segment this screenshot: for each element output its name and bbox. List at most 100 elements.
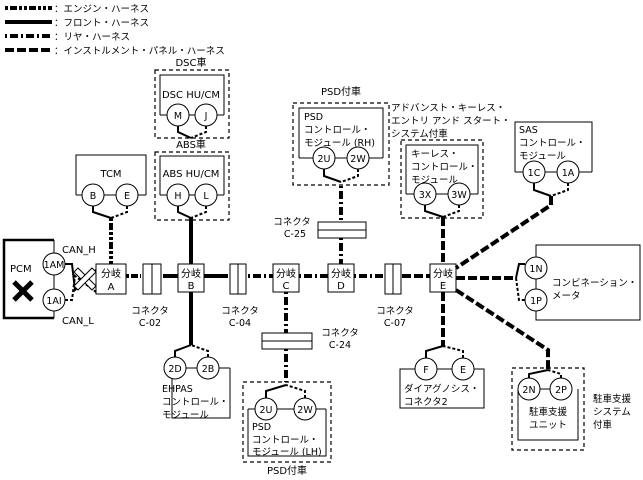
svg-text:D: D: [337, 281, 345, 292]
svg-text:コネクタ: コネクタ: [131, 306, 169, 317]
svg-text:モジュール: モジュール: [411, 175, 458, 186]
svg-text:3X: 3X: [419, 190, 432, 201]
svg-text:コネクタ: コネクタ: [376, 306, 414, 317]
x-mark-icon: [12, 280, 34, 302]
parking-group-label-1: 駐車支援: [593, 393, 632, 405]
branch-b: 分岐 B: [177, 263, 205, 293]
svg-text:分岐: 分岐: [433, 267, 453, 280]
branch-a: 分岐 A: [95, 263, 127, 295]
svg-text:2N: 2N: [522, 385, 535, 396]
diagnosis-connector-2: F E ダイアグノシス・ コネクタ2: [399, 292, 485, 409]
keyless-group-label-3: システム付車: [391, 128, 448, 140]
svg-text:B: B: [90, 191, 97, 202]
legend-label-instrument: ：インストルメント・パネル・ハーネス: [54, 46, 225, 57]
branch-e: 分岐 E: [429, 263, 457, 293]
svg-text:C-04: C-04: [229, 318, 251, 329]
svg-text:F: F: [423, 365, 428, 376]
svg-text:1A: 1A: [562, 168, 575, 179]
svg-text:E: E: [440, 281, 446, 292]
connector-c24: コネクタ C-24: [261, 292, 359, 382]
svg-text:C-07: C-07: [384, 318, 406, 329]
svg-text:コネクタ: コネクタ: [321, 328, 359, 339]
abs-group-label: ABS車: [176, 138, 206, 151]
svg-text:コンビネーション・: コンビネーション・: [552, 278, 637, 289]
svg-text:PSD: PSD: [252, 422, 271, 433]
svg-text:コントロール・: コントロール・: [519, 138, 586, 149]
svg-text:1C: 1C: [528, 168, 541, 179]
connector-c04: コネクタ C-04: [221, 263, 259, 329]
keyless-module: アドバンスト・キーレス・ エントリ アンド スタート・ システム付車 キーレス・…: [391, 103, 511, 264]
svg-text:コントロール・: コントロール・: [162, 397, 229, 408]
psd-lh-module: 2U 2W PSD コントロール・ モジュール (LH) PSD付車: [242, 381, 332, 477]
svg-text:分岐: 分岐: [101, 267, 121, 280]
svg-text:1AM: 1AM: [44, 260, 65, 271]
svg-text:モジュール (RH): モジュール (RH): [304, 138, 375, 149]
svg-text:分岐: 分岐: [276, 267, 296, 280]
svg-text:A: A: [108, 282, 115, 293]
svg-text:ダイアグノシス・: ダイアグノシス・: [404, 383, 479, 395]
pcm-label: PCM: [10, 264, 32, 275]
keyless-group-label-2: エントリ アンド スタート・: [391, 116, 511, 127]
svg-text:2W: 2W: [297, 405, 313, 416]
sas-module: SAS コントロール・ モジュール 1C 1A: [454, 121, 593, 270]
can-l-label: CAN_L: [62, 316, 94, 327]
keyless-group-label-1: アドバンスト・キーレス・: [391, 103, 505, 114]
legend-label-engine: ：エンジン・ハーネス: [54, 4, 149, 15]
svg-text:ABS HU/CM: ABS HU/CM: [163, 169, 220, 180]
svg-text:キーレス・: キーレス・: [411, 149, 459, 160]
legend: ：エンジン・ハーネス ：フロント・ハーネス ：リヤ・ハーネス ：インストルメント…: [5, 4, 225, 57]
svg-text:1AI: 1AI: [46, 296, 61, 307]
tcm-module: TCM B E: [75, 154, 147, 264]
svg-text:1N: 1N: [529, 264, 542, 275]
svg-text:C-02: C-02: [139, 318, 161, 329]
dsc-group-label: DSC車: [175, 56, 206, 69]
svg-text:DSC HU/CM: DSC HU/CM: [162, 90, 220, 101]
psd-lh-group-label: PSD付車: [267, 464, 307, 477]
svg-text:分岐: 分岐: [331, 267, 351, 280]
svg-text:J: J: [204, 111, 208, 122]
tcm-label: TCM: [99, 169, 121, 180]
svg-text:コントロール・: コントロール・: [304, 125, 371, 136]
svg-text:C: C: [283, 281, 290, 292]
svg-text:ユニット: ユニット: [529, 420, 567, 431]
dsc-module: DSC車 DSC HU/CM M J: [154, 56, 230, 139]
can-h-label: CAN_H: [62, 245, 96, 256]
psd-rh-group-label: PSD付車: [321, 85, 361, 98]
svg-text:メータ: メータ: [552, 291, 581, 302]
svg-text:2W: 2W: [350, 154, 366, 165]
svg-text:コネクタ: コネクタ: [273, 217, 311, 228]
psd-rh-module: PSD付車 PSD コントロール・ モジュール (RH) 2U 2W: [292, 85, 390, 186]
svg-text:2U: 2U: [260, 405, 273, 416]
svg-text:コネクタ: コネクタ: [221, 306, 259, 317]
svg-text:2U: 2U: [318, 154, 331, 165]
svg-text:SAS: SAS: [519, 125, 538, 136]
svg-text:モジュール: モジュール: [162, 410, 209, 421]
branch-c: 分岐 C: [272, 263, 300, 293]
svg-text:2P: 2P: [555, 385, 567, 396]
svg-text:M: M: [174, 111, 182, 122]
ehpas-module: 2D 2B EHPAS コントロール・ モジュール: [162, 292, 231, 421]
connector-c02: コネクタ C-02: [131, 263, 169, 329]
legend-label-front: ：フロント・ハーネス: [54, 18, 149, 29]
svg-text:H: H: [174, 191, 181, 202]
connector-c25: コネクタ C-25: [273, 186, 367, 264]
legend-label-rear: ：リヤ・ハーネス: [54, 32, 130, 43]
svg-text:モジュール: モジュール: [519, 151, 566, 162]
abs-module: ABS車 ABS HU/CM H L: [154, 138, 230, 264]
svg-text:コネクタ2: コネクタ2: [404, 397, 448, 408]
svg-text:C-25: C-25: [284, 229, 306, 240]
parking-group-label-2: システム: [593, 407, 631, 418]
parking-assist-module: 2N 2P 駐車支援 ユニット 駐車支援 システム 付車: [454, 288, 632, 451]
combination-meter-module: コンビネーション・ メータ 1N 1P: [456, 244, 641, 321]
svg-text:1P: 1P: [530, 296, 542, 307]
svg-text:PSD: PSD: [304, 112, 323, 123]
svg-text:E: E: [124, 191, 130, 202]
svg-text:E: E: [460, 365, 466, 376]
svg-text:EHPAS: EHPAS: [162, 384, 193, 395]
svg-text:駐車支援: 駐車支援: [529, 406, 568, 418]
svg-text:モジュール (LH): モジュール (LH): [252, 447, 322, 458]
svg-text:2B: 2B: [202, 364, 215, 375]
svg-text:C-24: C-24: [329, 340, 351, 351]
svg-text:B: B: [188, 281, 195, 292]
svg-text:コントロール・: コントロール・: [411, 162, 478, 173]
